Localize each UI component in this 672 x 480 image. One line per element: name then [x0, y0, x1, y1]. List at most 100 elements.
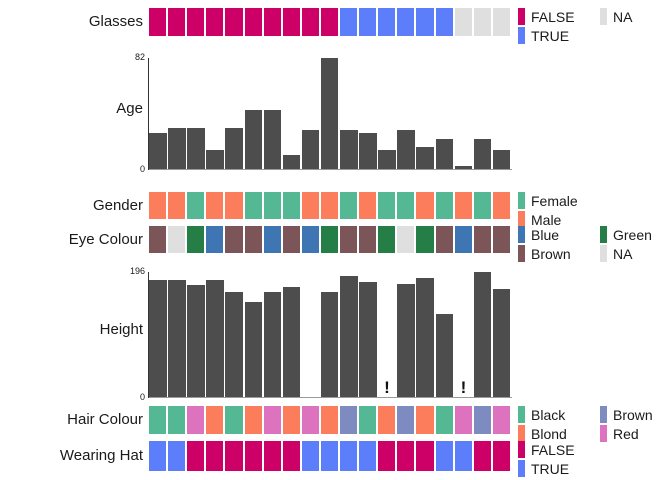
cell-wearing-hat-1[interactable] [168, 441, 186, 471]
bar-age-6[interactable] [263, 109, 282, 170]
cell-hair-colour-5[interactable] [244, 406, 262, 434]
cell-gender-0[interactable] [149, 192, 167, 219]
cell-gender-1[interactable] [168, 192, 186, 219]
cell-gender-8[interactable] [301, 192, 319, 219]
cell-eye-colour-0[interactable] [149, 226, 167, 253]
cell-wearing-hat-11[interactable] [359, 441, 377, 471]
cell-glasses-15[interactable] [435, 8, 453, 36]
cell-wearing-hat-16[interactable] [454, 441, 472, 471]
cell-wearing-hat-9[interactable] [320, 441, 339, 471]
cell-glasses-1[interactable] [168, 8, 186, 36]
cell-eye-colour-1[interactable] [168, 226, 186, 253]
cell-wearing-hat-17[interactable] [473, 441, 491, 471]
cell-wearing-hat-15[interactable] [435, 441, 453, 471]
legend-item-hair-colour-brown[interactable]: Brown [600, 406, 653, 423]
bar-height-13[interactable] [397, 283, 415, 398]
legend-item-hair-colour-red[interactable]: Red [600, 425, 639, 442]
cell-eye-colour-10[interactable] [340, 226, 358, 253]
cell-glasses-12[interactable] [378, 8, 396, 36]
cell-hair-colour-18[interactable] [492, 406, 510, 434]
cell-glasses-14[interactable] [416, 8, 434, 36]
cell-hair-colour-17[interactable] [473, 406, 491, 434]
bar-age-14[interactable] [416, 146, 434, 170]
cell-hair-colour-13[interactable] [397, 406, 415, 434]
bar-age-3[interactable] [206, 149, 224, 170]
cell-hair-colour-10[interactable] [340, 406, 358, 434]
cell-glasses-7[interactable] [282, 8, 300, 36]
cell-wearing-hat-12[interactable] [378, 441, 396, 471]
legend-item-gender-male[interactable]: Male [518, 211, 561, 228]
bar-height-11[interactable] [359, 282, 377, 398]
legend-item-eye-colour-na[interactable]: NA [600, 245, 632, 262]
cell-eye-colour-17[interactable] [473, 226, 491, 253]
cell-wearing-hat-5[interactable] [244, 441, 262, 471]
bar-height-15[interactable] [435, 314, 454, 398]
cell-hair-colour-3[interactable] [206, 406, 224, 434]
cell-eye-colour-16[interactable] [454, 226, 472, 253]
cell-eye-colour-3[interactable] [206, 226, 224, 253]
cell-hair-colour-4[interactable] [225, 406, 243, 434]
bar-age-8[interactable] [301, 130, 320, 170]
cell-gender-12[interactable] [378, 192, 396, 219]
cell-eye-colour-13[interactable] [397, 226, 415, 253]
cell-wearing-hat-2[interactable] [187, 441, 205, 471]
cell-glasses-0[interactable] [149, 8, 167, 36]
bar-age-9[interactable] [320, 58, 339, 170]
cell-eye-colour-6[interactable] [263, 226, 281, 253]
cell-glasses-4[interactable] [225, 8, 243, 36]
bar-height-14[interactable] [416, 278, 434, 398]
cell-glasses-13[interactable] [397, 8, 415, 36]
cell-wearing-hat-18[interactable] [492, 441, 510, 471]
bar-height-2[interactable] [187, 284, 205, 398]
bar-age-13[interactable] [397, 130, 415, 170]
cell-glasses-16[interactable] [454, 8, 472, 36]
cell-eye-colour-11[interactable] [359, 226, 377, 253]
cell-eye-colour-9[interactable] [320, 226, 339, 253]
cell-wearing-hat-6[interactable] [263, 441, 281, 471]
cell-eye-colour-14[interactable] [416, 226, 434, 253]
bar-age-17[interactable] [473, 138, 492, 170]
bar-age-1[interactable] [168, 127, 186, 170]
cell-eye-colour-18[interactable] [492, 226, 510, 253]
cell-hair-colour-15[interactable] [435, 406, 453, 434]
bar-height-9[interactable] [320, 291, 339, 398]
cell-wearing-hat-10[interactable] [340, 441, 358, 471]
cell-hair-colour-7[interactable] [282, 406, 300, 434]
legend-item-gender-female[interactable]: Female [518, 192, 578, 209]
bar-height-6[interactable] [263, 291, 282, 398]
cell-gender-2[interactable] [187, 192, 205, 219]
bar-height-1[interactable] [168, 280, 186, 398]
legend-item-eye-colour-green[interactable]: Green [600, 226, 652, 243]
cell-gender-7[interactable] [282, 192, 300, 219]
cell-gender-13[interactable] [397, 192, 415, 219]
cell-wearing-hat-8[interactable] [301, 441, 319, 471]
cell-gender-9[interactable] [320, 192, 339, 219]
bar-age-7[interactable] [282, 154, 301, 170]
bar-height-3[interactable] [206, 280, 224, 398]
cell-glasses-17[interactable] [473, 8, 491, 36]
cell-hair-colour-6[interactable] [263, 406, 281, 434]
bar-height-5[interactable] [244, 301, 263, 398]
bar-age-2[interactable] [187, 127, 205, 170]
cell-gender-3[interactable] [206, 192, 224, 219]
bar-height-17[interactable] [473, 272, 492, 398]
bar-age-18[interactable] [492, 149, 511, 170]
cell-glasses-5[interactable] [244, 8, 262, 36]
bar-age-0[interactable] [149, 133, 167, 170]
cell-hair-colour-16[interactable] [454, 406, 472, 434]
bar-age-4[interactable] [225, 127, 243, 170]
cell-eye-colour-12[interactable] [378, 226, 396, 253]
cell-hair-colour-8[interactable] [301, 406, 319, 434]
cell-eye-colour-4[interactable] [225, 226, 243, 253]
cell-gender-14[interactable] [416, 192, 434, 219]
cell-wearing-hat-13[interactable] [397, 441, 415, 471]
legend-item-wearing-hat-true[interactable]: TRUE [518, 460, 569, 477]
cell-hair-colour-12[interactable] [378, 406, 396, 434]
legend-item-wearing-hat-false[interactable]: FALSE [518, 441, 575, 458]
cell-glasses-11[interactable] [359, 8, 377, 36]
legend-item-glasses-na[interactable]: NA [600, 8, 632, 25]
cell-eye-colour-5[interactable] [244, 226, 262, 253]
bar-age-10[interactable] [340, 130, 358, 170]
bar-age-16[interactable] [454, 165, 473, 170]
bar-height-0[interactable] [149, 280, 167, 398]
